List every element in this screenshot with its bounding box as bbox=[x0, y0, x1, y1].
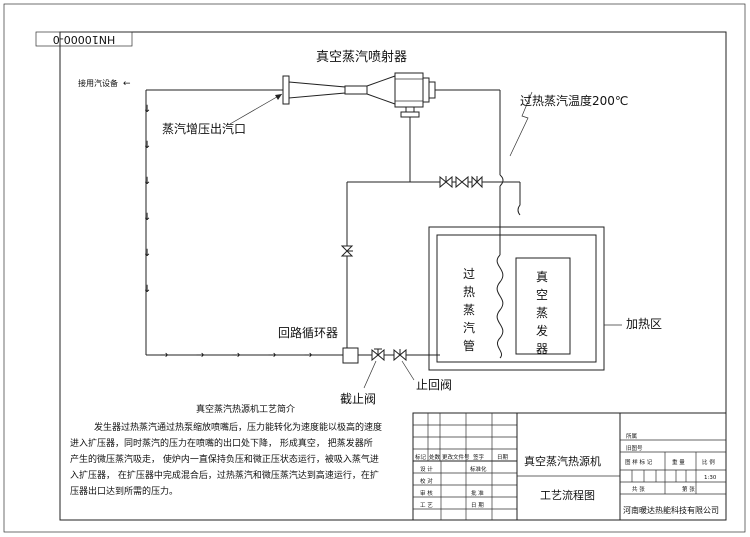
intro-line: 发生器过热蒸汽通过热泵缩放喷嘴后，压力能转化为速度能以极高的速度 bbox=[94, 421, 382, 433]
header-cell: 更改文件号 bbox=[442, 453, 470, 461]
row-mid: 日 期 bbox=[471, 502, 484, 509]
tube-char: 热 bbox=[463, 285, 475, 299]
supply-label: 接用汽设备 bbox=[78, 78, 118, 88]
left-arrow: ← bbox=[123, 79, 131, 89]
title-block: 标记 处数 更改文件号 签字 日期 设 计 标准化 校 对 审 核 批 准 工 … bbox=[412, 412, 727, 521]
superheated-coil bbox=[496, 254, 504, 359]
ejector-label: 真空蒸汽喷射器 bbox=[316, 49, 407, 65]
supply-label-group: 接用汽设备 ← bbox=[78, 78, 131, 89]
flow-arrows: → → → → → ↓ ↓ ↓ ↓ ↓ ↓ bbox=[143, 104, 312, 361]
row-mid: 标准化 bbox=[470, 465, 487, 473]
loop-circulator bbox=[342, 347, 359, 364]
flow-arrow: ↓ bbox=[143, 284, 151, 295]
drawing-code-box: HN10000-0 bbox=[35, 31, 133, 47]
flow-arrow: → bbox=[232, 350, 240, 361]
check-valve-label: 止回阀 bbox=[416, 378, 452, 392]
intro-line: 产生的微压蒸汽吸走， 使炉内一直保持负压和微正压状态运行，被吸入蒸气进 bbox=[70, 453, 379, 465]
outlet-label: 蒸汽增压出汽口 bbox=[162, 121, 246, 136]
flow-arrow: ↓ bbox=[143, 248, 151, 259]
flow-arrow: ↓ bbox=[143, 140, 151, 151]
tube-char: 过 bbox=[463, 267, 475, 281]
flow-arrow: → bbox=[304, 350, 312, 361]
sheet-number: 第 张 bbox=[682, 485, 695, 493]
row-label: 设 计 bbox=[420, 465, 433, 473]
outer-border bbox=[3, 3, 746, 533]
flow-arrow: → bbox=[160, 350, 168, 361]
loop-label: 回路循环器 bbox=[278, 325, 338, 340]
intro-line: 入扩压器， 在扩压器中完成混合后，过热蒸汽和微压蒸汽达到高速运行，在扩 bbox=[70, 469, 379, 481]
generator-char: 发 bbox=[536, 323, 548, 338]
generator-char: 器 bbox=[536, 342, 548, 356]
flow-arrow: ↓ bbox=[143, 104, 151, 115]
header-cell: 日期 bbox=[497, 454, 509, 461]
flow-arrow: ↓ bbox=[143, 176, 151, 187]
generator-char: 空 bbox=[536, 288, 548, 302]
flow-arrow: ↓ bbox=[143, 212, 151, 223]
weight-label: 重 量 bbox=[672, 458, 685, 466]
vacuum-evaporator bbox=[515, 257, 571, 355]
check-valve bbox=[393, 348, 407, 362]
tube-char: 管 bbox=[463, 338, 475, 353]
generator-char: 真 bbox=[536, 270, 548, 284]
mid-line-valves bbox=[439, 175, 483, 189]
generator-label: 真 空 蒸 发 器 bbox=[536, 270, 548, 356]
heating-zone-label: 加热区 bbox=[626, 317, 662, 331]
old-code-label: 旧图号 bbox=[626, 444, 643, 452]
product-name: 真空蒸汽热源机 bbox=[524, 454, 601, 468]
flow-arrow: → bbox=[268, 350, 276, 361]
company-name: 河南暖达热能科技有限公司 bbox=[623, 505, 719, 515]
drawing-name: 工艺流程图 bbox=[540, 488, 595, 502]
header-cell: 标记 bbox=[415, 453, 427, 461]
scale-value: 1:30 bbox=[704, 475, 717, 481]
superheated-tube-label: 过 热 蒸 汽 管 bbox=[463, 267, 475, 353]
row-label: 工 艺 bbox=[420, 502, 433, 509]
row-label: 审 核 bbox=[420, 489, 433, 497]
belongs-label: 所属 bbox=[626, 432, 637, 440]
stop-valve bbox=[371, 348, 385, 362]
tube-char: 蒸 bbox=[463, 303, 475, 317]
row-mid: 批 准 bbox=[471, 489, 484, 497]
vertical-valve bbox=[340, 245, 354, 257]
vacuum-steam-ejector bbox=[282, 72, 436, 118]
intro-line: 压器出口达到所需的压力。 bbox=[70, 485, 178, 497]
intro-title: 真空蒸汽热源机工艺简介 bbox=[196, 403, 295, 415]
header-cell: 处数 bbox=[429, 453, 441, 461]
intro-line: 进入扩压器，同时蒸汽的压力在喷嘴的出口处下降， 形成真空， 把蒸发器所 bbox=[70, 437, 373, 449]
tube-char: 汽 bbox=[463, 320, 475, 335]
drawing-code: HN10000-0 bbox=[53, 33, 115, 46]
sheets-total: 共 张 bbox=[632, 485, 645, 493]
flow-arrow: → bbox=[196, 350, 204, 361]
scale-label: 比 例 bbox=[702, 458, 715, 466]
generator-char: 蒸 bbox=[536, 306, 548, 320]
heating-zone bbox=[428, 226, 622, 371]
superheated-temp-label: 过热蒸汽温度200℃ bbox=[520, 93, 628, 108]
stop-valve-label: 截止阀 bbox=[340, 392, 376, 406]
header-cell: 签字 bbox=[473, 453, 485, 461]
process-intro: 真空蒸汽热源机工艺简介 发生器过热蒸汽通过热泵缩放喷嘴后，压力能转化为速度能以极… bbox=[70, 403, 382, 497]
stage-label: 图 样 标 记 bbox=[625, 458, 653, 466]
row-label: 校 对 bbox=[420, 477, 433, 485]
inner-border bbox=[59, 31, 727, 521]
